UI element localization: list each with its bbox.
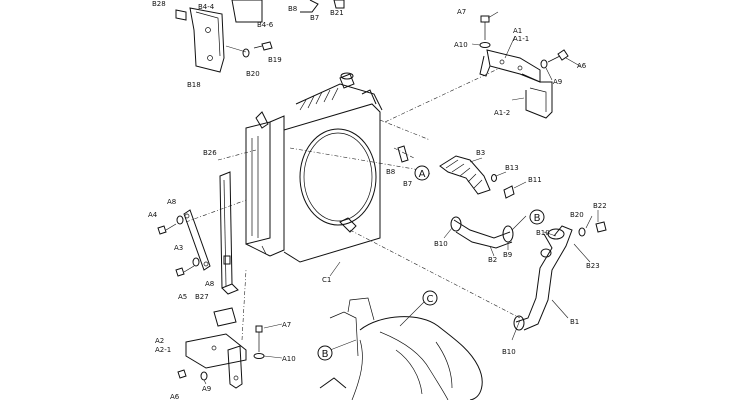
label-a7-bottom: A7 [282,321,291,329]
lead-c [399,301,425,327]
label-b9: B9 [503,251,512,259]
stay-a3 [157,209,211,277]
label-a3: A3 [174,244,183,252]
label-b23: B23 [586,262,600,270]
washer-b13 [491,174,497,182]
label-a1-1: A1-1 [513,35,529,43]
hose-b1 [513,225,573,331]
label-a2: A2 [155,337,164,345]
leader-a [289,147,421,171]
leader-c1-b1 [349,229,521,319]
callout-b-bottom: B [317,345,333,361]
label-b27: B27 [195,293,209,301]
label-a8-b: A8 [205,280,214,288]
label-b21: B21 [330,9,344,17]
lead-b23 [573,243,591,263]
lead-b3 [469,157,483,163]
svg-text:A: A [419,169,426,180]
lead-a1-2 [511,97,525,101]
label-b7-mid: B7 [403,180,412,188]
label-b20-top: B20 [246,70,260,78]
bracket-a1-group [479,15,569,119]
label-a8-a: A8 [167,198,176,206]
label-b11: B11 [528,176,542,184]
label-b22: B22 [593,202,607,210]
label-b7-top: B7 [310,14,319,22]
svg-text:C: C [427,294,434,305]
upper-left-bracket-group [175,0,345,73]
callout-c: C [422,290,438,306]
engine-outline [319,297,483,400]
hose-b2 [450,216,514,249]
label-b13: B13 [505,164,519,172]
lead-a10b [263,355,283,359]
lead-b11 [513,181,527,189]
label-b18: B18 [187,81,201,89]
svg-text:B: B [534,213,541,224]
label-b2: B2 [488,256,497,264]
leader-a2 [241,269,247,341]
lead-b10-c [511,319,521,341]
label-a4: A4 [148,211,158,219]
label-b10-c: B10 [502,348,516,356]
lead-a1 [504,35,516,59]
pad-b27 [213,307,237,327]
leader-a3 [185,199,247,223]
label-b3: B3 [476,149,485,157]
label-a6: A6 [577,62,587,70]
callout-b-top: B [529,209,545,225]
radiator-c1 [245,72,383,263]
label-a2-1: A2-1 [155,346,171,354]
label-a6-bottom: A6 [170,393,180,400]
label-a10-top: A10 [454,41,468,49]
lead-b20r [585,215,593,229]
washer-b20-right [578,227,586,237]
label-b4-6: B4-6 [257,21,274,29]
svg-text:B: B [322,349,329,360]
lead-b2 [489,245,495,257]
label-a9-top: A9 [553,78,562,86]
lead-b13 [495,171,507,177]
lead-b10-b [543,231,557,237]
label-b20-right: B20 [570,211,584,219]
part-b8-mid [397,145,409,163]
hose-b3 [439,155,491,195]
label-b26: B26 [203,149,217,157]
label-b8-top: B8 [288,5,297,13]
leader-b8 [379,119,431,159]
lead-a7b [263,323,283,329]
label-c1: C1 [322,276,331,284]
label-a1: A1 [513,27,522,35]
bolt-b11 [503,185,515,199]
lead-b10-a [443,227,453,239]
label-a1-2: A1-2 [494,109,510,117]
label-b1: B1 [570,318,579,326]
callout-a: A [414,165,430,181]
lead-a7t [487,11,499,19]
label-b19: B19 [268,56,282,64]
label-b10-a: B10 [434,240,448,248]
label-b4-4: B4-4 [198,3,215,11]
label-b28: B28 [152,0,166,8]
lead-a10t [471,43,481,46]
label-a5: A5 [178,293,187,301]
lead-a9b [203,379,207,385]
strut-b26 [219,171,239,295]
bracket-a2-group [177,325,265,389]
lead-b-top [511,215,527,231]
leader-a1 [384,67,501,123]
label-b8-mid: B8 [386,168,395,176]
label-a7-top: A7 [457,8,466,16]
lead-c1 [329,261,341,277]
label-b10-b: B10 [536,229,550,237]
lead-a6 [565,57,581,67]
lead-b1 [551,299,569,319]
label-a9-bottom: A9 [202,385,211,393]
label-a10-bottom: A10 [282,355,296,363]
bolt-b22 [595,221,607,233]
leader-b26 [217,149,257,161]
lead-a9t [545,67,553,81]
